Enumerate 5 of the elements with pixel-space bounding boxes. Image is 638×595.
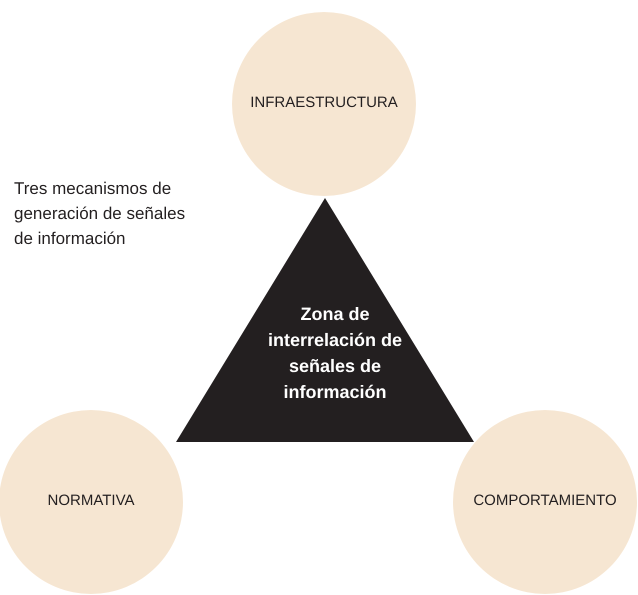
circle-label: NORMATIVA — [46, 492, 136, 509]
circle-label: COMPORTAMIENTO — [472, 492, 618, 509]
triangle-label: Zona de interrelación de señales de información — [266, 303, 404, 404]
circle-label: INFRAESTRUCTURA — [249, 94, 399, 111]
note-text: Tres mecanismos de generación de señales de información — [14, 178, 186, 250]
